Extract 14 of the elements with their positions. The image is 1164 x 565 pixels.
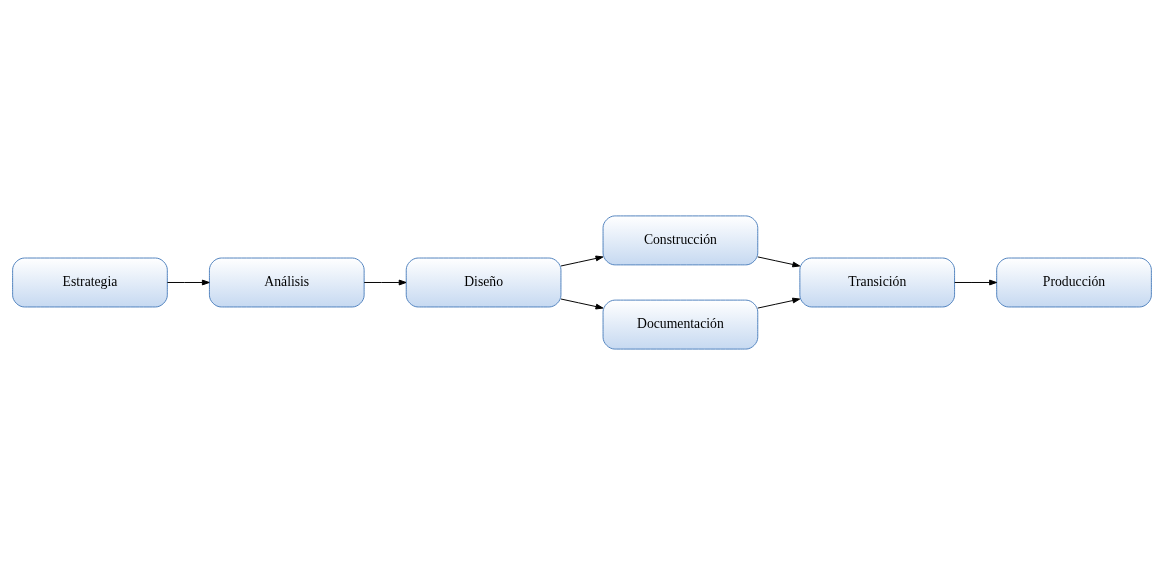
node-box: Diseño <box>405 257 562 308</box>
node-box: Transición <box>799 257 956 308</box>
arrow <box>560 255 604 267</box>
arrow <box>757 256 801 268</box>
arrow <box>166 279 210 286</box>
node-box: Análisis <box>208 257 365 308</box>
arrow <box>757 297 801 309</box>
arrow <box>363 279 407 286</box>
node-box: Construcción <box>602 215 759 266</box>
node-box: Producción <box>996 257 1152 308</box>
arrow <box>954 279 997 286</box>
arrow <box>560 298 604 310</box>
node-box: Documentación <box>602 299 759 350</box>
node-box: Estrategia <box>12 257 168 308</box>
